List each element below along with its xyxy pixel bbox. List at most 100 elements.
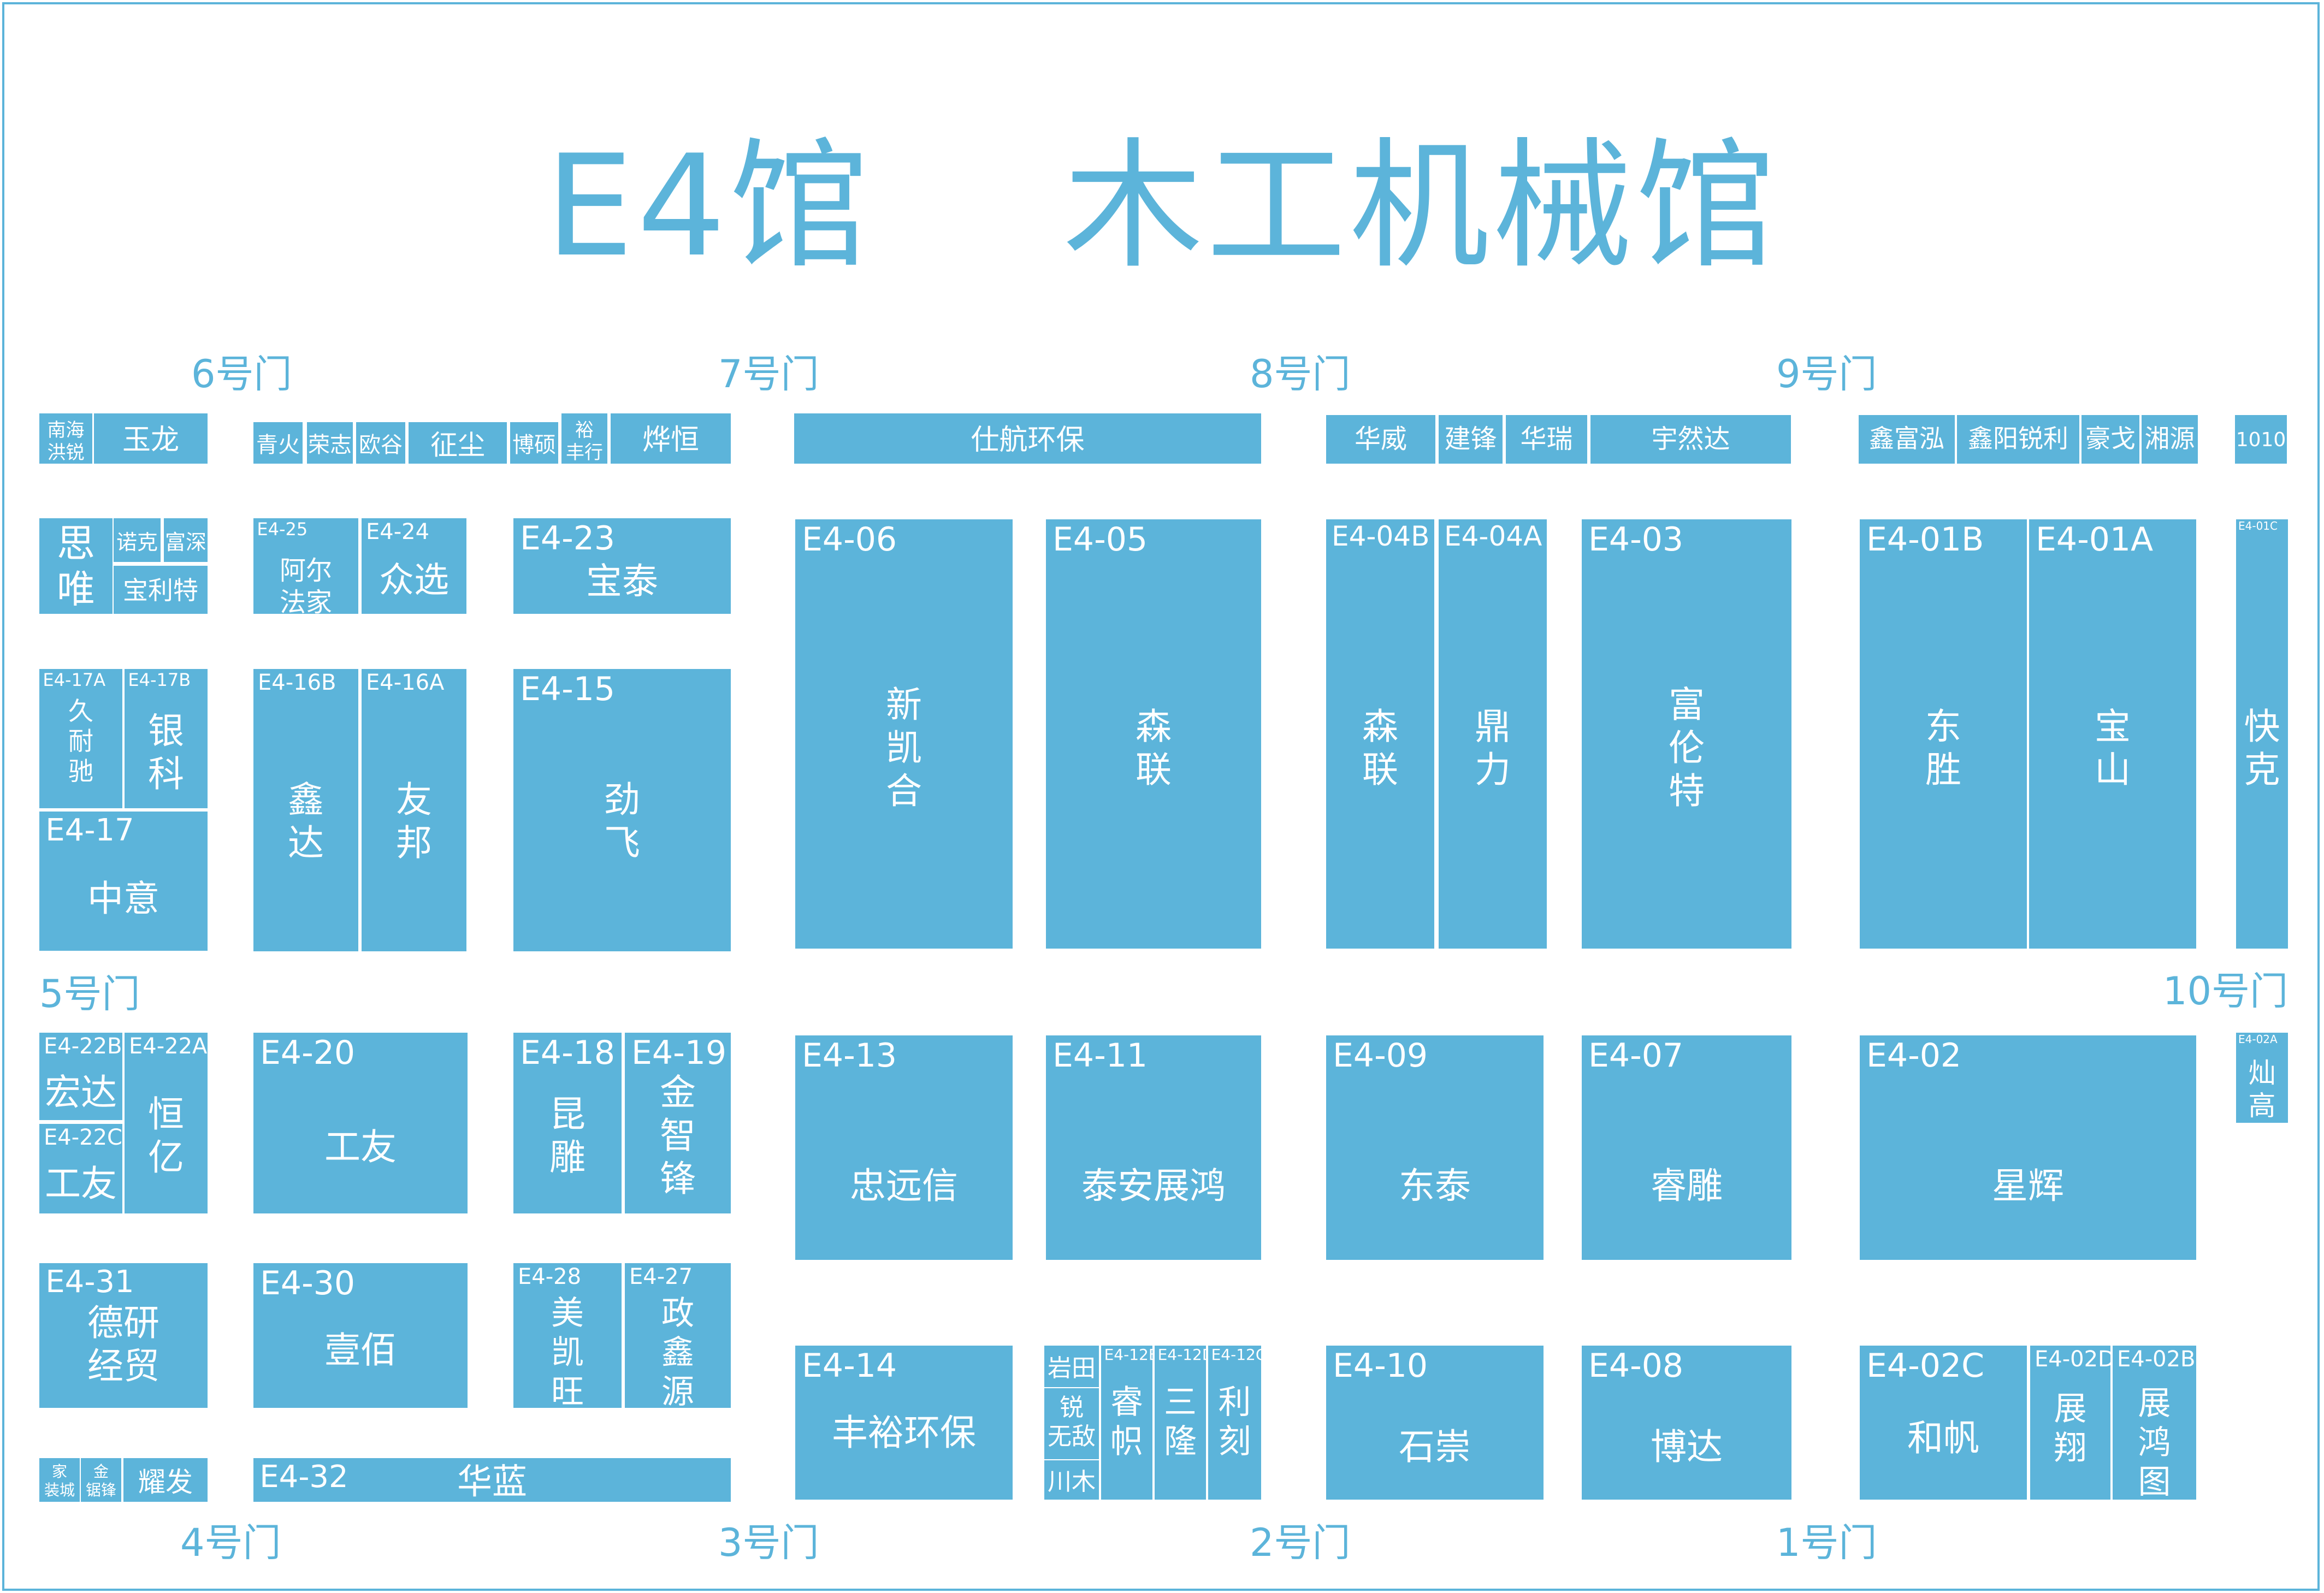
exhibitor-name: 三隆 (1164, 1383, 1197, 1461)
booth[interactable]: 烨恒 (611, 413, 731, 464)
booth[interactable]: 1010 (2235, 415, 2287, 464)
exhibitor-name: 金 锯锋 (85, 1462, 116, 1499)
booth[interactable]: 家 装城 (39, 1458, 80, 1502)
exhibitor-name: 裕 丰行 (566, 419, 603, 464)
booth[interactable]: 川木 (1044, 1460, 1099, 1500)
booth[interactable]: 华瑞 (1506, 415, 1587, 464)
exhibitor-name: 锐 无敌 (1048, 1394, 1096, 1450)
booth-code: E4-11 (1052, 1037, 1148, 1075)
exhibitor-name: 阿尔 法家 (279, 555, 332, 614)
exhibitor-name: 青火 (256, 433, 300, 458)
booth[interactable]: 欧谷 (356, 422, 405, 464)
booth-e4-16a[interactable]: E4-16A 友邦 (362, 669, 466, 951)
booth[interactable]: 建锋 (1439, 415, 1503, 464)
booth[interactable]: 华威 (1326, 415, 1435, 464)
booth[interactable]: 富深 (164, 518, 208, 562)
booth[interactable]: 征尘 (409, 422, 507, 464)
booth[interactable]: 思 唯 (39, 518, 113, 614)
booth-code: E4-12C (1211, 1346, 1261, 1364)
booth[interactable]: 南海 洪锐 (39, 413, 92, 464)
exhibitor-name: 森联 (1362, 706, 1398, 791)
booth[interactable]: 仕航环保 (794, 413, 1261, 464)
booth[interactable]: 豪戈 (2081, 415, 2139, 464)
booth[interactable]: 鑫阳锐利 (1957, 415, 2079, 464)
booth-code: E4-02 (1866, 1037, 1962, 1075)
booth[interactable]: 锐 无敌 (1044, 1388, 1099, 1459)
booth-code: E4-09 (1333, 1037, 1428, 1075)
exhibitor-name: 玉龙 (122, 424, 179, 457)
booth[interactable]: 耀发 (123, 1458, 208, 1502)
booth-code: E4-16A (366, 670, 445, 695)
exhibitor-name: 家 装城 (44, 1462, 75, 1499)
booth[interactable]: 宝利特 (114, 566, 208, 614)
booth[interactable]: 金 锯锋 (81, 1458, 121, 1502)
exhibitor-name: 展翔 (2054, 1390, 2087, 1467)
booth[interactable]: 诺克 (114, 518, 161, 562)
booth[interactable]: 荣志 (307, 422, 353, 464)
exhibitor-name: 森联 (1136, 706, 1172, 791)
booth[interactable]: 玉龙 (94, 413, 208, 464)
exhibitor-name: 鑫达 (288, 779, 324, 864)
booth[interactable]: 湘源 (2142, 415, 2198, 464)
booth-code: E4-17B (128, 669, 191, 690)
exhibitor-name: 中意 (87, 878, 159, 920)
exhibitor-name: 金智锋 (660, 1071, 696, 1200)
booth[interactable]: 青火 (253, 422, 303, 464)
booth[interactable]: 宇然达 (1590, 415, 1791, 464)
booth-code: E4-06 (802, 520, 897, 559)
booth[interactable]: 岩田 (1044, 1346, 1099, 1387)
booth[interactable]: 博硕 (510, 422, 558, 464)
exhibitor-name: 烨恒 (642, 424, 699, 457)
exhibitor-name: 宇然达 (1651, 424, 1730, 454)
page-title: E4馆 木工机械馆 (545, 125, 1779, 288)
booth[interactable]: 鑫富泓 (1859, 415, 1955, 464)
gate-label: 10号门 (2163, 969, 2288, 1014)
exhibitor-name: 友邦 (396, 779, 432, 864)
booth[interactable]: 裕 丰行 (561, 413, 607, 464)
exhibitor-name: 睿雕 (1651, 1165, 1723, 1207)
booth-code: E4-22A (129, 1033, 208, 1059)
